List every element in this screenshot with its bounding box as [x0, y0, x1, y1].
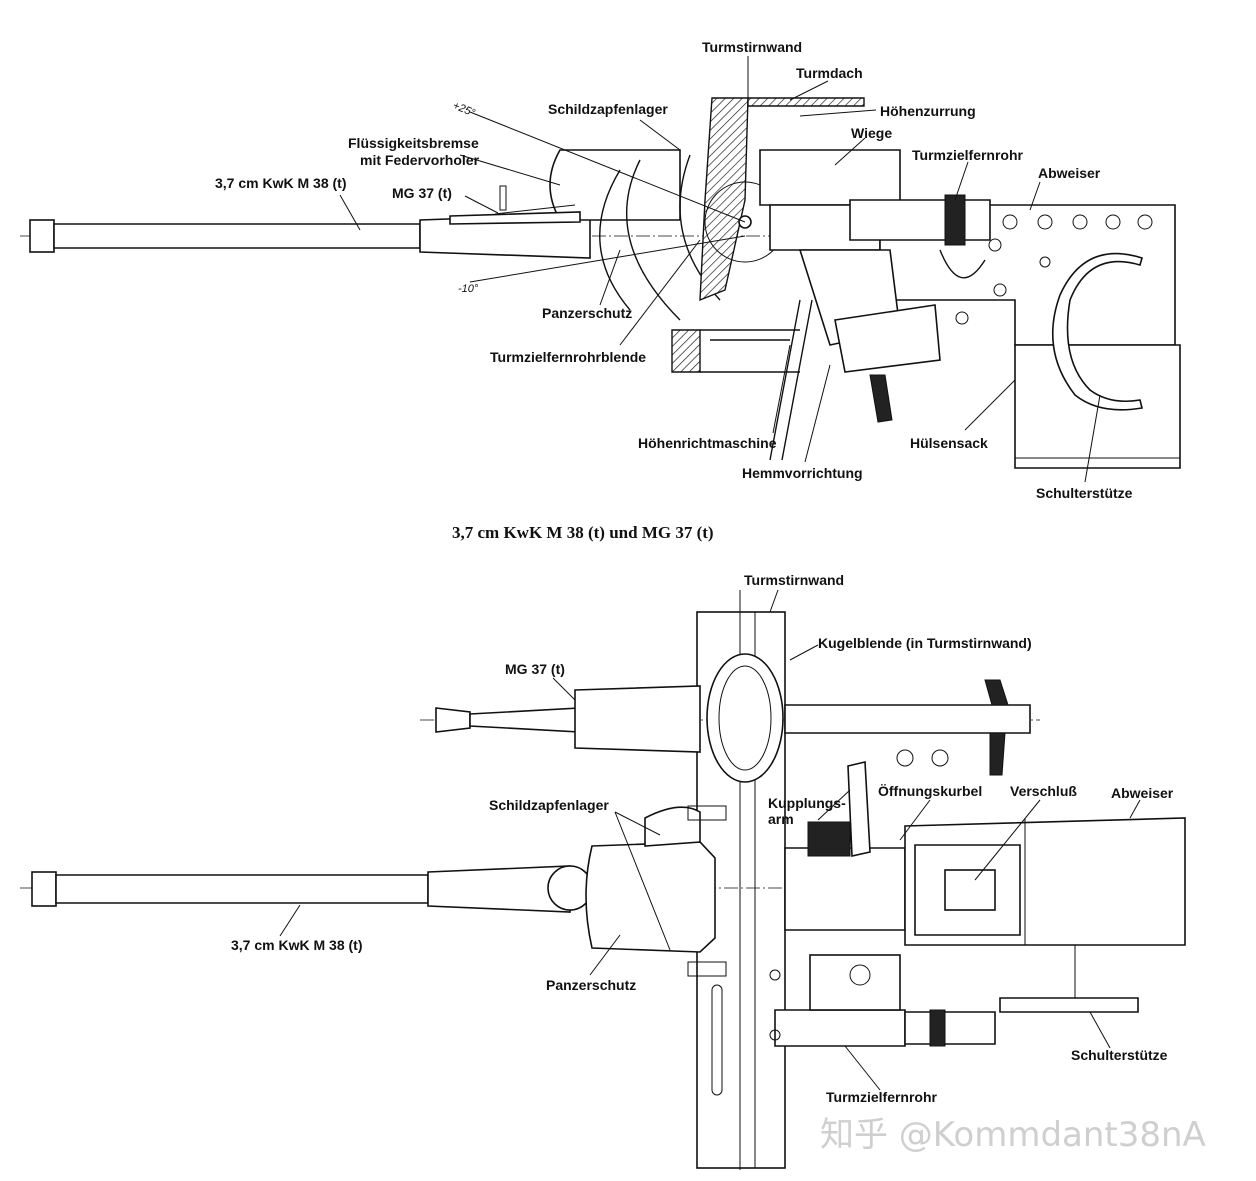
watermark: 知乎 @Kommdant38nA [820, 1115, 1206, 1155]
barrel-top [55, 874, 429, 904]
barrel-rear-top [427, 865, 571, 913]
label-kupplungsarm-2: arm [768, 811, 794, 827]
label-schildzapfenlager-side: Schildzapfenlager [548, 101, 668, 117]
side-view-drawing [20, 97, 1181, 469]
mg-grip [984, 679, 1009, 776]
label-turmstirnwand-top: Turmstirnwand [744, 572, 844, 588]
label-kupplungsarm-1: Kupplungs- [768, 795, 846, 811]
label-gun-side: 3,7 cm KwK M 38 (t) [215, 175, 346, 191]
top-view-drawing [20, 590, 1186, 1170]
label-abweiser-top: Abweiser [1111, 785, 1174, 801]
label-turmzielfernrohr-side: Turmzielfernrohr [912, 147, 1024, 163]
mg-barrel [449, 211, 581, 225]
label-abweiser-side: Abweiser [1038, 165, 1101, 181]
armor-protection-top [585, 841, 716, 953]
label-turmdach: Turmdach [796, 65, 863, 81]
label-turmstirnwand-side: Turmstirnwand [702, 39, 802, 55]
label-mg-side: MG 37 (t) [392, 185, 452, 201]
side-view-leaders [339, 56, 1101, 483]
label-panzerschutz-side: Panzerschutz [542, 305, 632, 321]
barrel [53, 223, 421, 249]
label-huelsensack: Hülsensack [910, 435, 988, 451]
label-verschluss: Verschluß [1010, 783, 1077, 799]
top-view-labels: Turmstirnwand Kugelblende (in Turmstirnw… [231, 572, 1174, 1105]
label-hoehenzurrung: Höhenzurrung [880, 103, 976, 119]
mg-muzzle [435, 707, 471, 733]
cradle [759, 149, 901, 206]
telescope [849, 199, 991, 241]
label-kugelblende: Kugelblende (in Turmstirnwand) [818, 635, 1032, 651]
mg-receiver [784, 704, 1031, 734]
label-wiege: Wiege [851, 125, 892, 141]
muzzle [29, 219, 55, 253]
label-mg-top: MG 37 (t) [505, 661, 565, 677]
label-turmzielfernrohr-top: Turmzielfernrohr [826, 1089, 938, 1105]
figure-caption: 3,7 cm KwK M 38 (t) und MG 37 (t) [452, 523, 714, 542]
label-turmzielfernrohrblende: Turmzielfernrohrblende [490, 349, 646, 365]
turret-roof [747, 97, 865, 107]
cradle-top [784, 847, 906, 931]
label-angle-up: +25° [451, 100, 477, 120]
label-oeffnungskurbel: Öffnungskurbel [878, 783, 982, 799]
label-gun-top: 3,7 cm KwK M 38 (t) [231, 937, 362, 953]
shoulder-rest-top [999, 997, 1139, 1013]
top-view-leaders [279, 589, 1141, 1091]
label-hoehenrichtmaschine: Höhenrichtmaschine [638, 435, 777, 451]
label-schulterstuetze-side: Schulterstütze [1036, 485, 1133, 501]
label-hemmvorrichtung: Hemmvorrichtung [742, 465, 863, 481]
shoulder-rest [1051, 252, 1143, 411]
telescope-top [774, 1009, 906, 1047]
turret-front-wall [699, 97, 749, 302]
label-federvorholer: mit Federvorholer [360, 152, 480, 168]
label-panzerschutz-top: Panzerschutz [546, 977, 636, 993]
muzzle-top [31, 871, 57, 907]
recoil-brake [549, 149, 681, 221]
mg-barrel-top [469, 707, 581, 733]
label-schildzapfenlager-top: Schildzapfenlager [489, 797, 609, 813]
mg-body [574, 685, 701, 753]
label-angle-down: -10° [458, 283, 479, 295]
label-schulterstuetze-top: Schulterstütze [1071, 1047, 1168, 1063]
ball-mantlet [706, 653, 784, 783]
coupling-block [807, 821, 851, 857]
label-fluessigkeitsbremse: Flüssigkeitsbremse [348, 135, 479, 151]
armor-shield-arc [626, 159, 681, 321]
coupling-arm [847, 761, 871, 857]
